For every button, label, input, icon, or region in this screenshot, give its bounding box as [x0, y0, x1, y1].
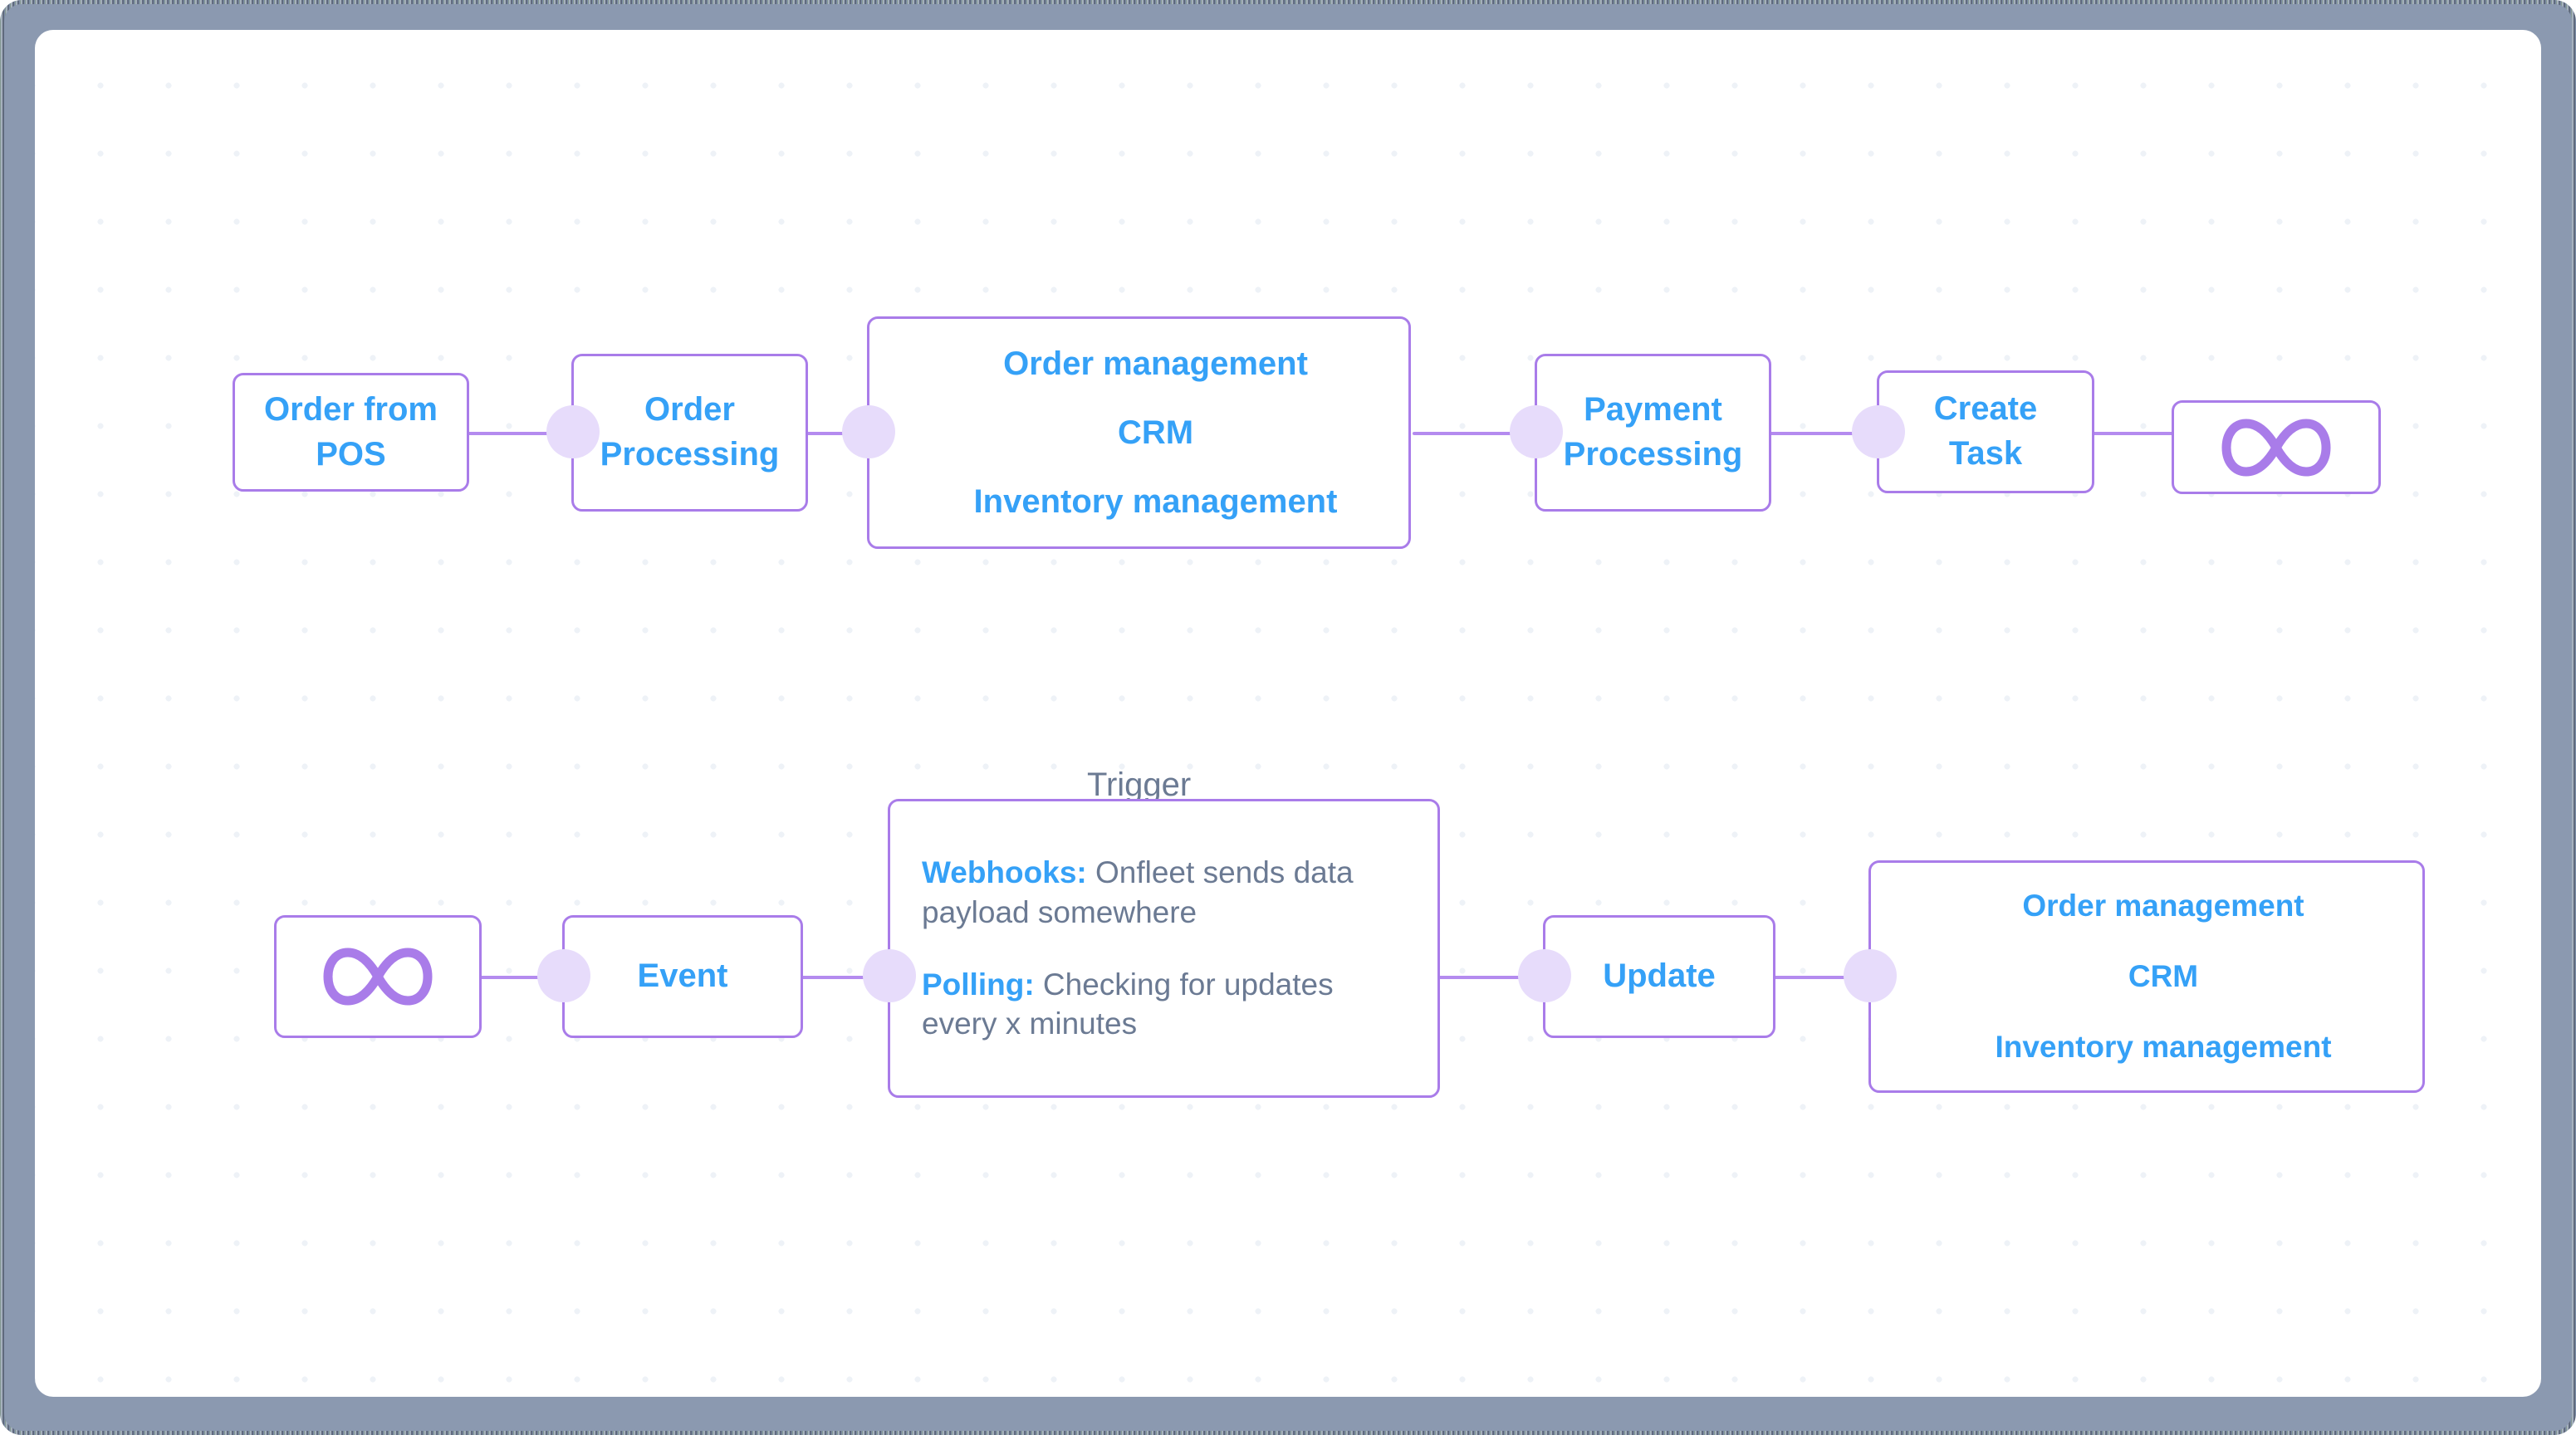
- port-create-task-in[interactable]: [1864, 418, 1893, 446]
- systems-bottom-line-3: Inventory management: [1995, 1029, 2332, 1064]
- node-integration-end[interactable]: [2172, 400, 2381, 494]
- node-systems-top[interactable]: Order management CRM Inventory managemen…: [867, 316, 1411, 549]
- trigger-text-polling: Checking for updates every x minutes: [922, 967, 1334, 1041]
- trigger-detail-paragraph-webhooks: Webhooks: Onfleet sends data payload som…: [922, 853, 1406, 932]
- trigger-caption: Trigger: [1087, 766, 1192, 803]
- edge-payment-to-createtask: [1768, 432, 1878, 435]
- edge-createtask-to-end: [2090, 432, 2173, 435]
- node-trigger-detail[interactable]: Webhooks: Onfleet sends data payload som…: [888, 799, 1440, 1098]
- port-payment-processing-in[interactable]: [1522, 418, 1550, 446]
- infinity-icon: [2174, 403, 2378, 492]
- edge-trigger-to-update: [1437, 976, 1541, 979]
- node-order-from-pos[interactable]: Order from POS: [233, 373, 469, 492]
- port-event-in[interactable]: [550, 962, 578, 990]
- systems-bottom-line-1: Order management: [2022, 889, 2304, 923]
- node-update[interactable]: Update: [1543, 915, 1775, 1038]
- port-systems-bottom-in[interactable]: [1856, 962, 1884, 990]
- node-payment-processing-label: Payment Processing: [1563, 391, 1743, 473]
- trigger-detail-paragraph-polling: Polling: Checking for updates every x mi…: [922, 965, 1406, 1044]
- systems-bottom-line-2: CRM: [2128, 958, 2199, 993]
- edge-processing-to-systems: [781, 432, 901, 435]
- edge-update-to-systems: [1764, 976, 1870, 979]
- node-order-processing[interactable]: Order Processing: [571, 354, 808, 512]
- port-update-in[interactable]: [1530, 962, 1559, 990]
- node-order-processing-label: Order Processing: [600, 391, 780, 473]
- node-integration-start[interactable]: [274, 915, 482, 1038]
- port-order-processing-in[interactable]: [559, 418, 587, 446]
- node-event-label: Event: [637, 957, 728, 995]
- systems-top-line-3: Inventory management: [973, 483, 1338, 520]
- systems-top-line-2: CRM: [1117, 414, 1194, 451]
- node-create-task[interactable]: Create Task: [1877, 370, 2094, 493]
- node-create-task-label: Create Task: [1933, 390, 2038, 472]
- edge-event-to-trigger: [799, 976, 894, 979]
- systems-top-line-1: Order management: [1003, 345, 1308, 382]
- edge-start-to-event: [477, 976, 568, 979]
- trigger-keyword-webhooks: Webhooks:: [922, 855, 1087, 890]
- port-systems-top-in[interactable]: [855, 418, 883, 446]
- node-update-label: Update: [1603, 957, 1716, 995]
- trigger-keyword-polling: Polling:: [922, 967, 1035, 1002]
- edge-systems-to-payment: [1413, 432, 1533, 435]
- node-event[interactable]: Event: [562, 915, 803, 1038]
- port-trigger-detail-in[interactable]: [875, 962, 904, 990]
- diagram-canvas[interactable]: Order from POS Order Processing Order ma…: [35, 30, 2541, 1397]
- trigger-text-webhooks: Onfleet sends data payload somewhere: [922, 855, 1354, 929]
- infinity-icon: [277, 918, 479, 1036]
- node-payment-processing[interactable]: Payment Processing: [1535, 354, 1771, 512]
- edge-pos-to-processing: [465, 432, 575, 435]
- node-systems-bottom[interactable]: Order management CRM Inventory managemen…: [1868, 860, 2425, 1093]
- node-order-from-pos-label: Order from POS: [264, 390, 438, 473]
